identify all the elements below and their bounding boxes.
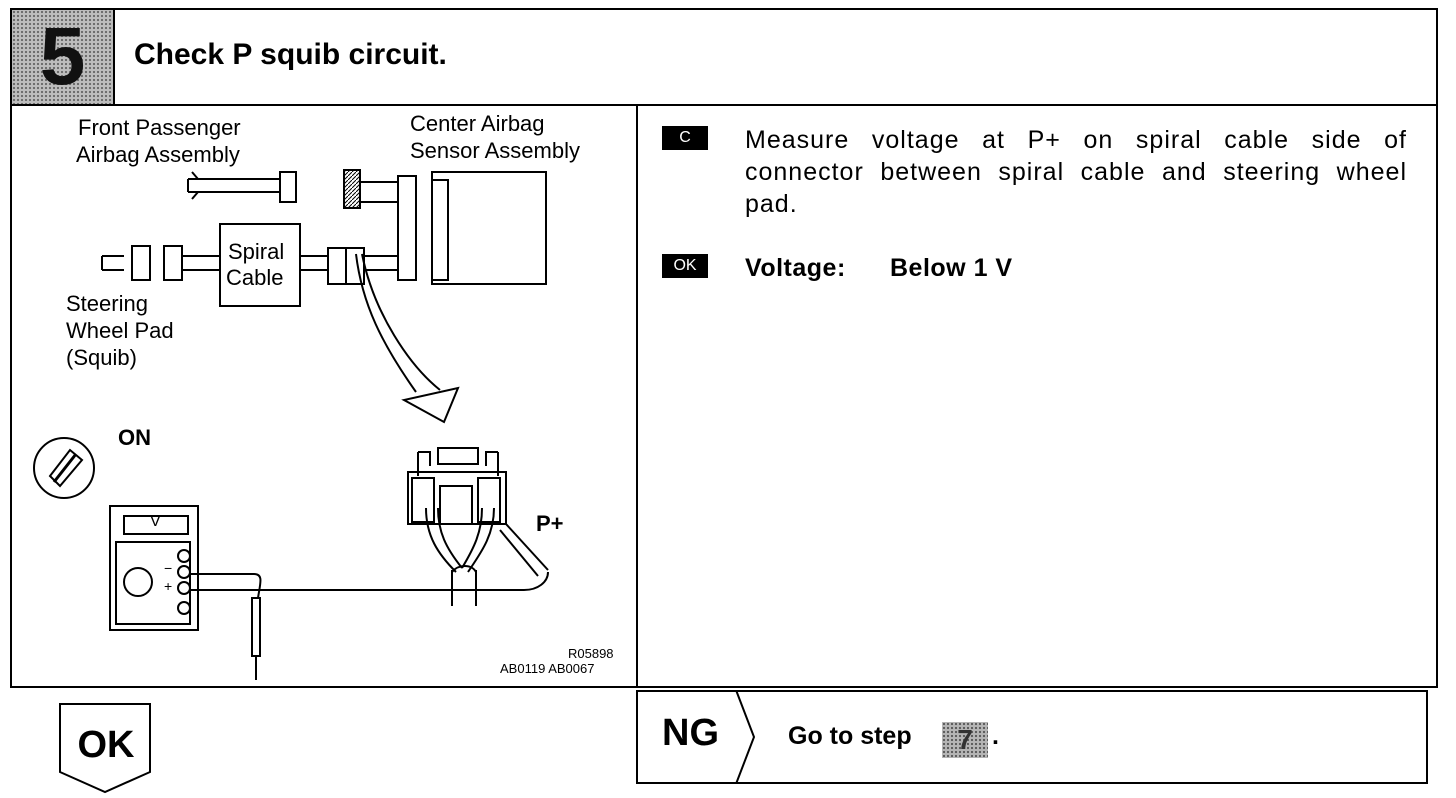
wiring-diagram: Front Passenger Airbag Assembly Center A… xyxy=(12,104,636,686)
procedure-frame xyxy=(10,8,1438,688)
go-to-step-period: . xyxy=(992,722,999,750)
label-center-airbag-line1: Center Airbag xyxy=(410,111,545,136)
ok-arrow-icon xyxy=(59,703,151,794)
ref-code-2: AB0119 AB0067 xyxy=(500,661,595,676)
label-spiral: Spiral xyxy=(228,239,285,264)
step-number: 5 xyxy=(39,11,86,102)
measurement-instruction: Measure voltage at P+ on spiral cable si… xyxy=(745,126,1407,218)
meter-minus: − xyxy=(164,560,173,576)
label-cable: Cable xyxy=(226,265,284,290)
page-title: Check P squib circuit. xyxy=(134,38,447,71)
go-to-step-link[interactable]: 7 xyxy=(942,722,988,758)
diagram-drawing xyxy=(33,169,549,680)
check-badge: C xyxy=(662,126,708,150)
voltage-value: Below 1 V xyxy=(890,254,1013,282)
meter-display: V xyxy=(150,513,161,530)
ok-label: OK xyxy=(77,724,135,766)
label-center-airbag-line2: Sensor Assembly xyxy=(410,138,580,163)
meter-plus: + xyxy=(164,578,173,594)
label-squib: (Squib) xyxy=(66,345,137,370)
step-header: 5 Check P squib circuit. xyxy=(12,10,1436,106)
label-ignition-on: ON xyxy=(118,425,151,450)
step-number-box: 5 xyxy=(12,10,115,104)
ng-result-box xyxy=(636,690,1428,784)
voltage-label: Voltage: xyxy=(745,254,846,282)
ng-chevron-icon xyxy=(735,690,756,784)
label-front-passenger-line1: Front Passenger xyxy=(78,115,241,140)
ng-label: NG xyxy=(662,712,719,754)
go-to-step-text: Go to step xyxy=(788,722,912,750)
ok-badge: OK xyxy=(662,254,708,278)
label-steering: Steering xyxy=(66,291,148,316)
label-front-passenger-line2: Airbag Assembly xyxy=(76,142,240,167)
column-divider xyxy=(636,104,638,686)
label-wheel-pad: Wheel Pad xyxy=(66,318,174,343)
label-probe-terminal: P+ xyxy=(536,511,564,536)
ref-code-1: R05898 xyxy=(568,646,614,661)
